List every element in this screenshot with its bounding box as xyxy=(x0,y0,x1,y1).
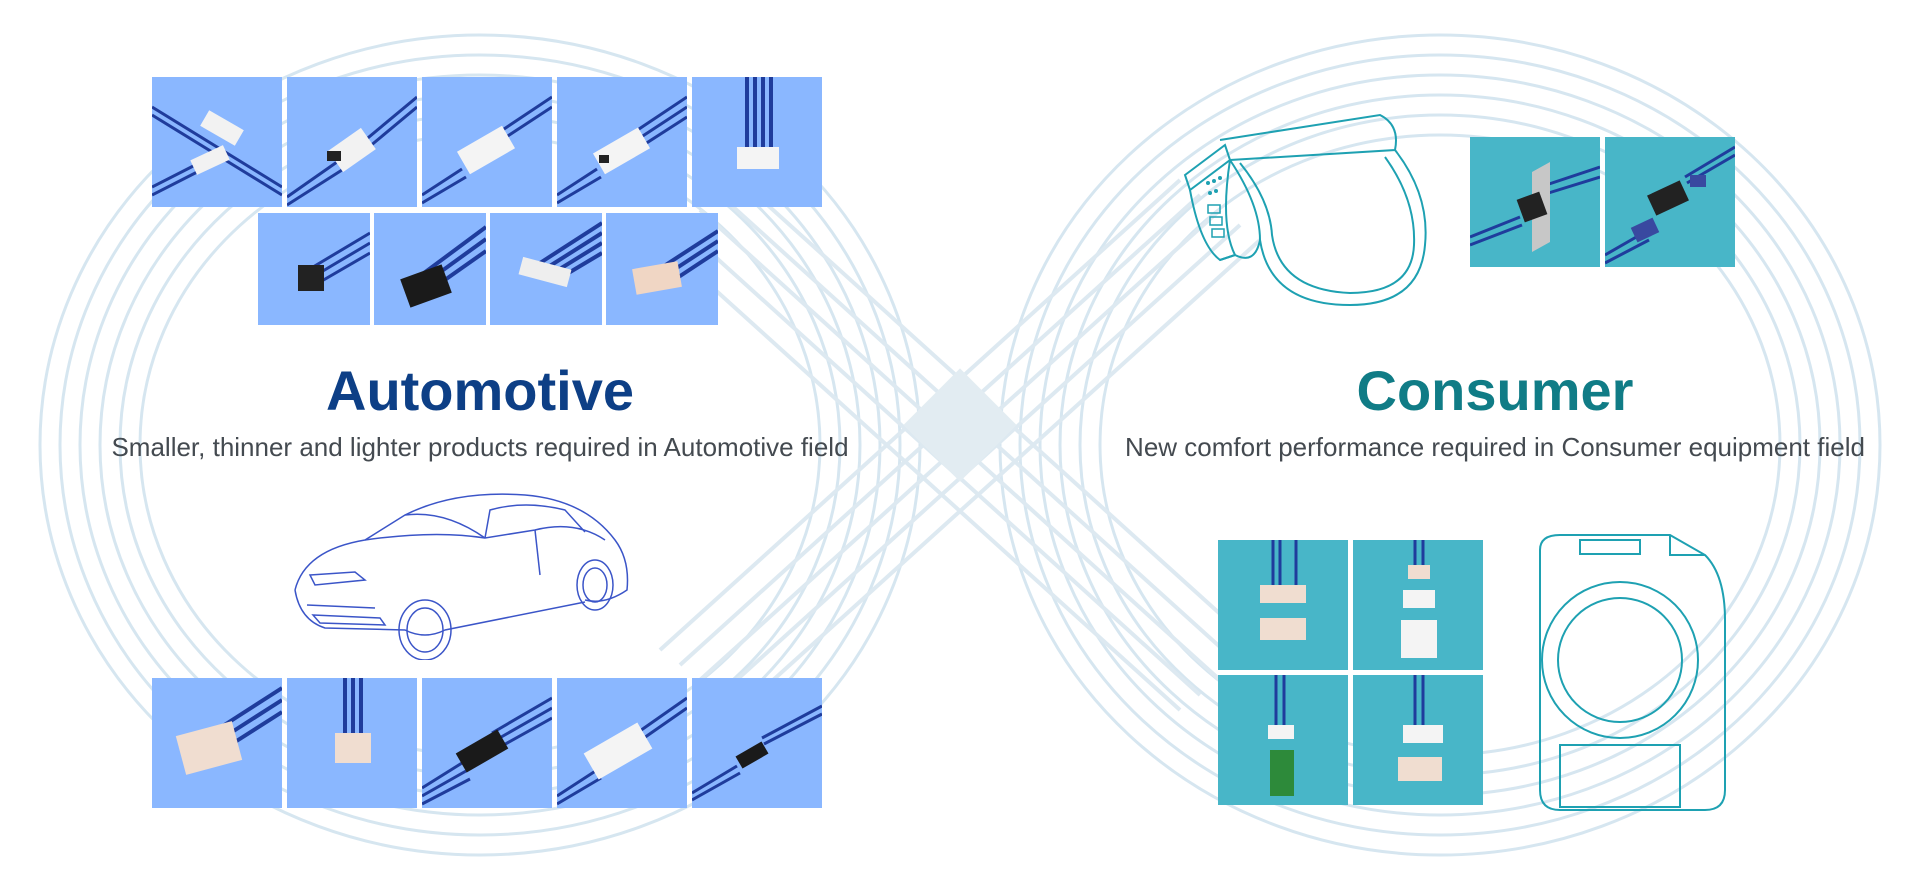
consumer-connector-tile xyxy=(1353,675,1483,805)
automotive-connector-tile xyxy=(422,678,552,808)
automotive-connector-tile xyxy=(606,213,718,325)
automotive-connector-tile xyxy=(422,77,552,207)
automotive-connector-tile xyxy=(692,678,822,808)
washing-machine-outline-icon xyxy=(1539,534,1726,811)
automotive-subtitle: Smaller, thinner and lighter products re… xyxy=(111,432,849,462)
automotive-connector-tile xyxy=(152,678,282,808)
automotive-connector-tile xyxy=(374,213,486,325)
consumer-subtitle: New comfort performance required in Cons… xyxy=(1125,432,1865,462)
automotive-connector-tile xyxy=(692,77,822,207)
automotive-connector-tile xyxy=(490,213,602,325)
consumer-connector-tile xyxy=(1218,540,1348,670)
automotive-connector-tile xyxy=(557,678,687,808)
automotive-connector-tile xyxy=(287,678,417,808)
toilet-seat-outline-icon xyxy=(1183,113,1427,307)
consumer-connector-tile xyxy=(1353,540,1483,670)
consumer-connector-tile xyxy=(1218,675,1348,805)
consumer-connector-tile xyxy=(1470,137,1600,267)
automotive-connector-tile xyxy=(287,77,417,207)
car-outline-icon xyxy=(294,493,629,660)
automotive-connector-tile xyxy=(152,77,282,207)
consumer-title: Consumer xyxy=(1356,359,1634,422)
automotive-connector-tile xyxy=(258,213,370,325)
consumer-connector-tile xyxy=(1605,137,1735,267)
automotive-connector-tile xyxy=(557,77,687,207)
automotive-title: Automotive xyxy=(326,359,634,422)
